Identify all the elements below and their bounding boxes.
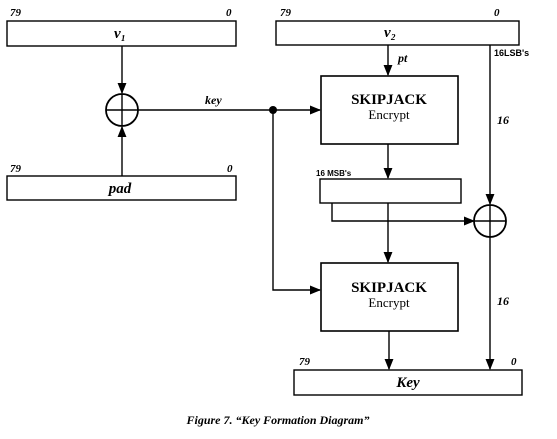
width-label-upper: 16 xyxy=(497,113,509,127)
pad-register: 79 0 pad xyxy=(6,163,237,201)
xor-gate-2 xyxy=(473,204,507,238)
xor-gate-1 xyxy=(105,93,139,127)
skipjack-encrypt-block-1: SKIPJACK Encrypt xyxy=(320,75,459,145)
v1-low-bit: 0 xyxy=(226,7,232,19)
skipjack-encrypt-block-2: SKIPJACK Encrypt xyxy=(320,262,459,332)
v1-register: 79 0 v₁ xyxy=(6,7,237,47)
encrypt1-subtitle: Encrypt xyxy=(368,107,410,122)
key-to-encrypt2-arrow xyxy=(272,110,322,295)
key-edge-label: key xyxy=(205,93,222,107)
v2-low-bit: 0 xyxy=(494,7,500,19)
key-low-bit: 0 xyxy=(511,356,517,368)
v2-label: v₂ xyxy=(384,25,396,41)
v2-register: 79 0 v₂ xyxy=(275,7,520,46)
v1-high-bit: 79 xyxy=(10,7,22,19)
v1-label: v₁ xyxy=(114,26,126,42)
lsb-edge-label: 16LSB's xyxy=(494,48,529,58)
pad-low-bit: 0 xyxy=(227,163,233,175)
encrypt2-subtitle: Encrypt xyxy=(368,295,410,310)
msb-label: 16 MSB's xyxy=(316,169,352,178)
pad-label: pad xyxy=(107,181,132,197)
v2-high-bit: 79 xyxy=(280,7,292,19)
pt-edge-label: pt xyxy=(397,51,408,65)
msb-to-xor2-arrow xyxy=(331,203,476,226)
key-output-register: 79 0 Key xyxy=(293,356,523,396)
width-label-lower: 16 xyxy=(497,294,509,308)
encrypt2-title: SKIPJACK xyxy=(351,280,427,296)
key-high-bit: 79 xyxy=(299,356,311,368)
encrypt1-title: SKIPJACK xyxy=(351,92,427,108)
key-output-label: Key xyxy=(395,375,420,391)
msb-register: 16 MSB's xyxy=(316,169,462,204)
figure-caption: Figure 7. “Key Formation Diagram” xyxy=(185,413,369,427)
pad-high-bit: 79 xyxy=(10,163,22,175)
